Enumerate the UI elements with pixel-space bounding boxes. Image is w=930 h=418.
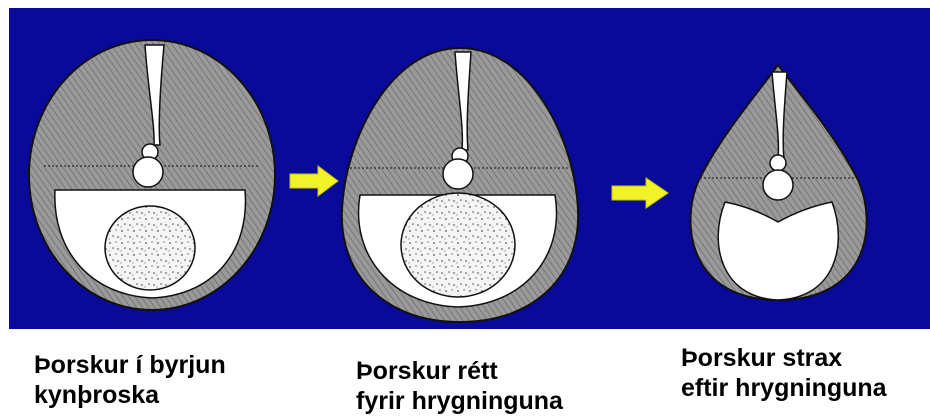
vertebra-stage-3 — [763, 170, 793, 200]
spinal-cord-stage-3 — [770, 155, 786, 171]
roe-stage-2 — [401, 193, 515, 297]
cod-section-stage-1 — [29, 40, 275, 310]
vertebra-stage-2 — [443, 159, 473, 189]
caption-stage-1: Þorskur í byrjun kynþroska — [34, 350, 226, 410]
vertebra-stage-1 — [133, 157, 163, 187]
caption-stage-2: Þorskur rétt fyrir hrygninguna — [356, 356, 563, 416]
caption-stage-3: Þorskur strax eftir hrygninguna — [681, 343, 887, 403]
cod-section-stage-3 — [691, 65, 867, 300]
right-arrow-icon — [612, 178, 668, 208]
roe-stage-1 — [105, 206, 195, 290]
right-arrow-icon — [290, 166, 338, 196]
cod-section-stage-2 — [342, 48, 578, 322]
